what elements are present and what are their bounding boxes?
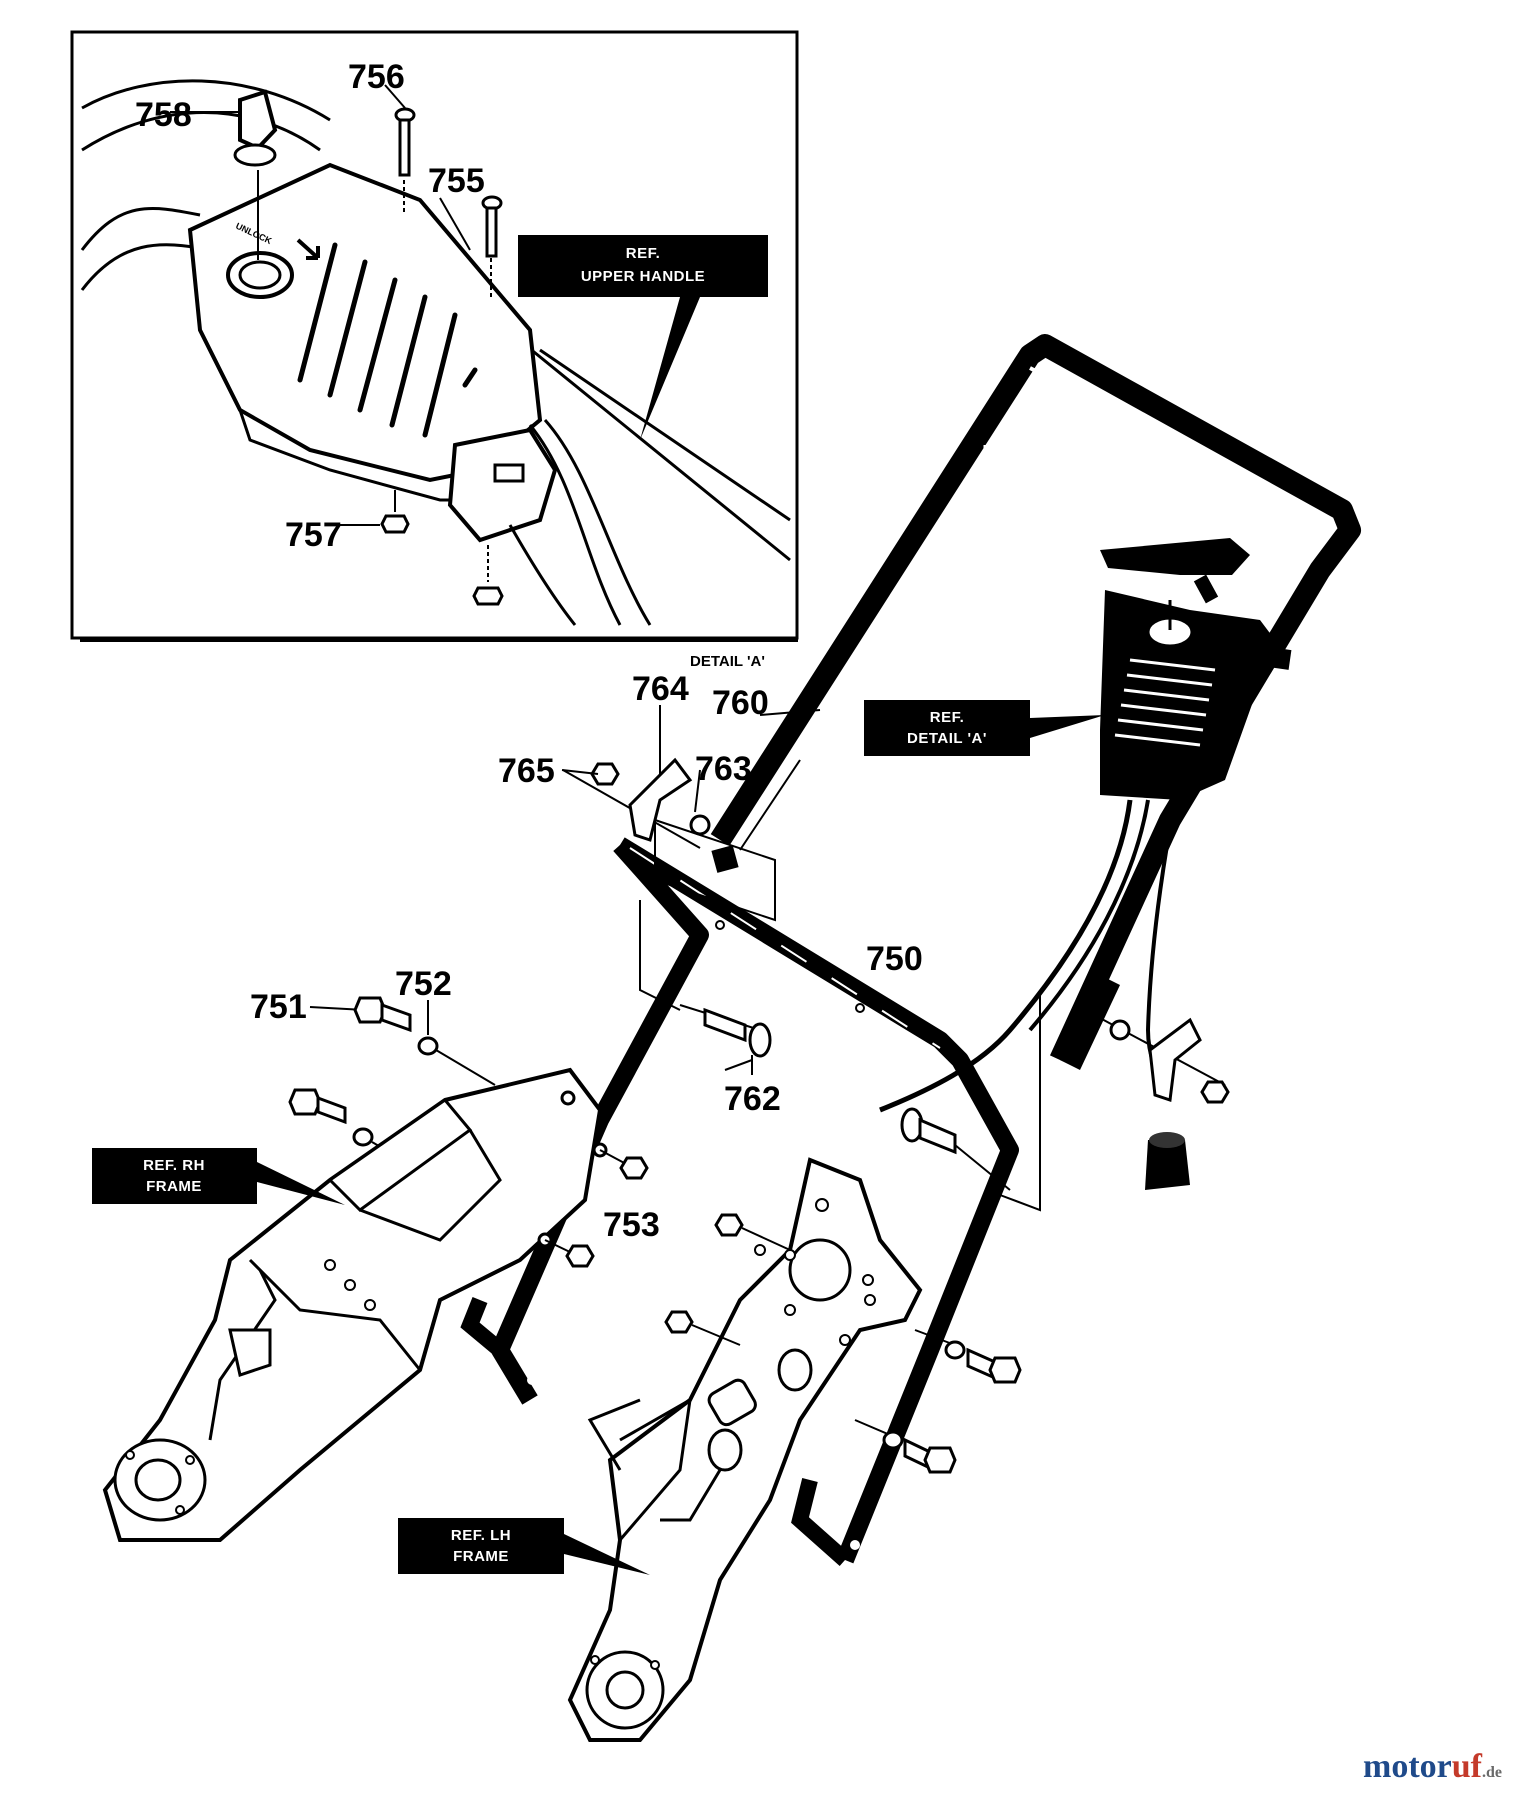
knob-assembly-right: [1084, 1009, 1230, 1104]
ref-upper-handle-line2: UPPER HANDLE: [581, 268, 705, 285]
part-number-751: 751: [250, 988, 307, 1026]
ref-upper-handle-line1: REF.: [626, 245, 661, 262]
ref-lh-frame-line2: FRAME: [453, 1548, 509, 1565]
nuts-753: [544, 1149, 649, 1268]
ref-detail-a-line2: DETAIL 'A': [907, 730, 987, 747]
bolt-751: [309, 996, 496, 1086]
carriage-bolt-762: [679, 1004, 772, 1075]
assembly-guide-lines: [639, 759, 1041, 1212]
part-number-762: 762: [724, 1080, 781, 1118]
watermark-suffix: .de: [1482, 1764, 1502, 1781]
watermark-part1: motor: [1363, 1748, 1452, 1785]
part-number-757: 757: [285, 516, 342, 554]
part-number-753: 753: [603, 1206, 660, 1244]
part-number-leaders: [561, 709, 891, 1071]
ref-detail-a-line1: REF.: [930, 709, 965, 726]
lh-frame-hardware: [664, 1213, 1022, 1474]
part-number-765: 765: [498, 752, 555, 790]
carriage-bolt-right: [900, 1107, 1011, 1191]
upper-handle-760: [710, 334, 1361, 1065]
detail-caption: DETAIL 'A': [690, 653, 765, 670]
rh-frame: [102, 1067, 608, 1542]
part-number-750: 750: [866, 940, 923, 978]
watermark: motoruf.de: [1363, 1748, 1502, 1786]
knob-assembly-left: [562, 705, 711, 849]
detail-inset: UNLOCK REF. UPPER HANDLE: [70, 30, 799, 642]
ref-lh-frame-line1: REF. LH: [451, 1527, 511, 1544]
ref-rh-frame-line1: REF. RH: [143, 1157, 205, 1174]
part-number-756: 756: [348, 58, 405, 96]
lh-frame: [567, 1157, 923, 1742]
part-number-758: 758: [135, 96, 192, 134]
part-number-760: 760: [712, 684, 769, 722]
part-number-764: 764: [632, 670, 689, 708]
ref-rh-frame-line2: FRAME: [146, 1178, 202, 1195]
part-number-755: 755: [428, 162, 485, 200]
switch-box: [879, 538, 1292, 1190]
part-number-752: 752: [395, 965, 452, 1003]
watermark-part2: uf: [1451, 1748, 1482, 1785]
part-number-763: 763: [695, 750, 752, 788]
